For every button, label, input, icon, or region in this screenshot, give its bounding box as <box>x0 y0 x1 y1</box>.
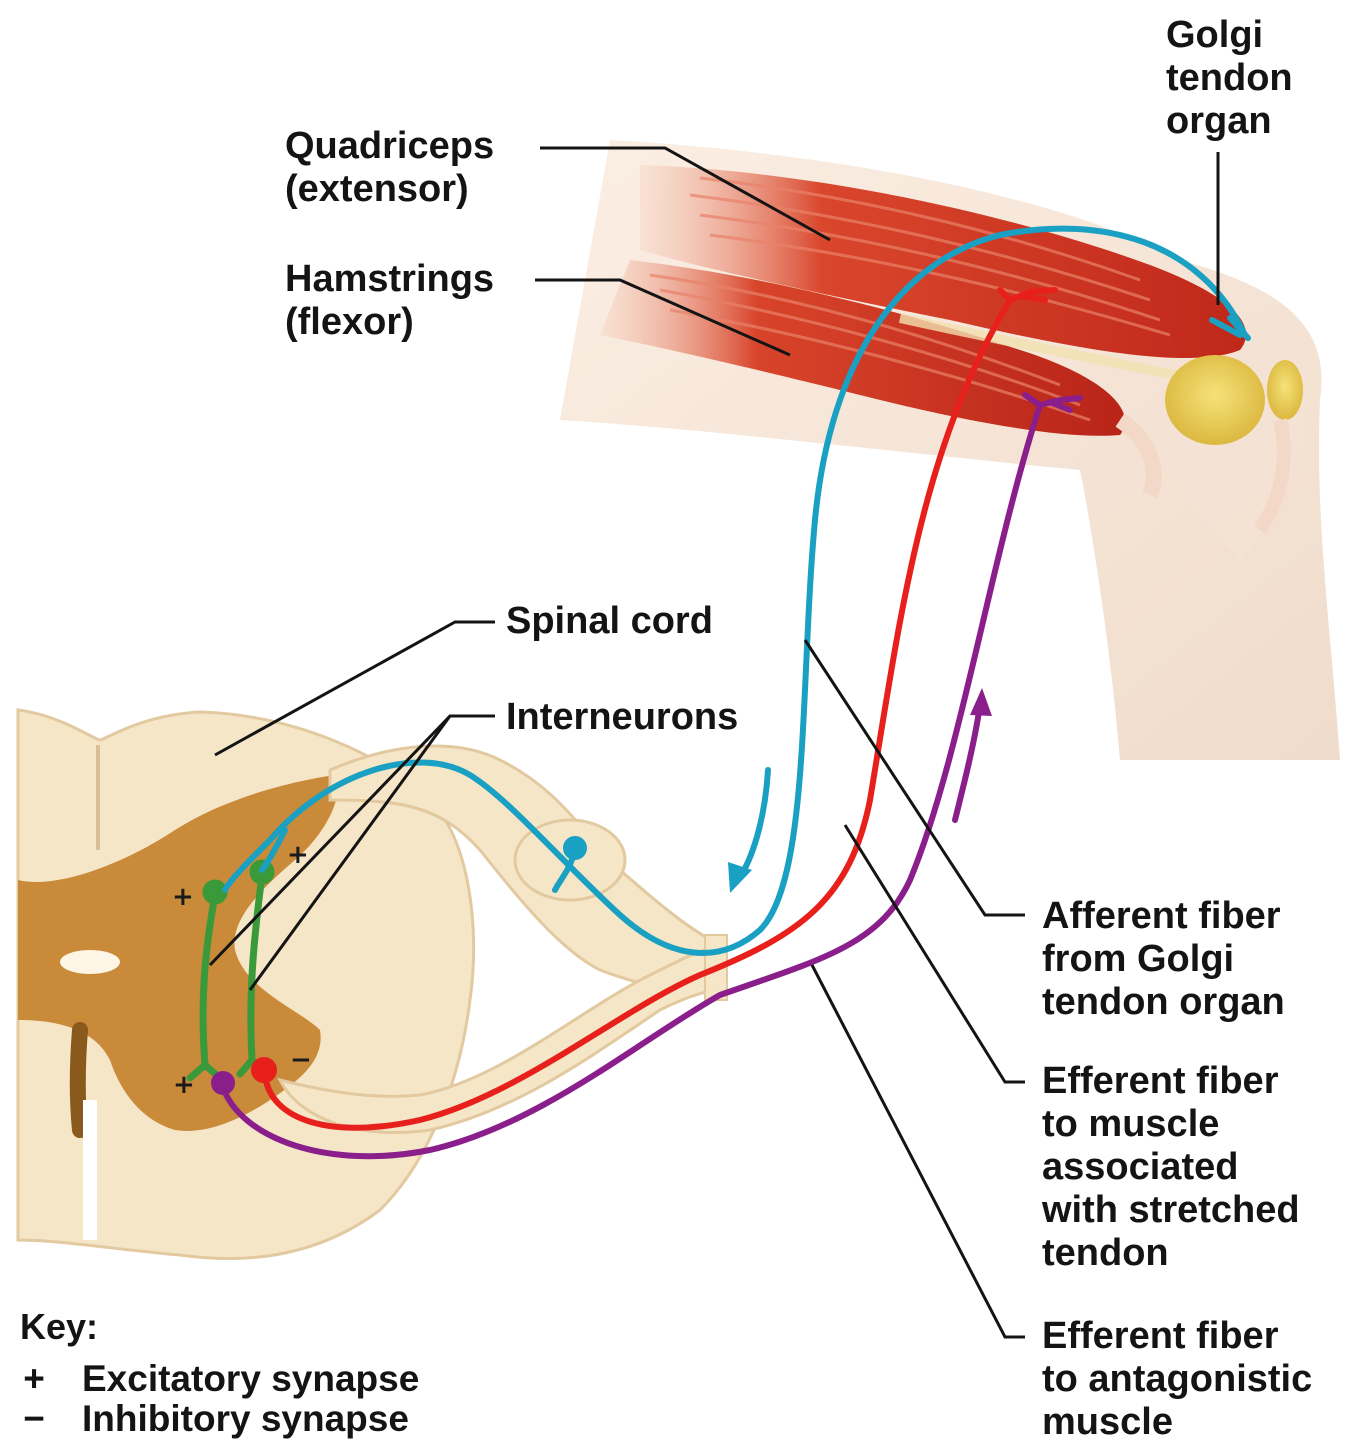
efferent-arrow-icon <box>970 688 992 716</box>
inhibitory-label: Inhibitory synapse <box>82 1398 409 1440</box>
leader-efferent-stretched <box>845 825 1025 1082</box>
label-efferent-stretched: Efferent fiber to muscle associated with… <box>1042 1060 1300 1275</box>
label-efferent-antagonistic: Efferent fiber to antagonistic muscle <box>1042 1315 1312 1444</box>
inhibitory-symbol: − <box>14 1398 54 1440</box>
label-interneurons: Interneurons <box>506 696 738 739</box>
synapse-sign-plus-1: + <box>172 882 194 912</box>
synapse-sign-plus-2: + <box>287 840 309 870</box>
label-afferent-fiber: Afferent fiber from Golgi tendon organ <box>1042 895 1285 1024</box>
label-spinal-cord: Spinal cord <box>506 600 713 643</box>
synapse-sign-plus-3: + <box>173 1070 195 1100</box>
label-quadriceps: Quadriceps (extensor) <box>285 125 494 211</box>
key-item-excitatory: + Excitatory synapse <box>14 1358 534 1402</box>
excitatory-label: Excitatory synapse <box>82 1358 419 1400</box>
synapse-sign-minus: − <box>290 1045 312 1075</box>
key-title: Key: <box>20 1305 98 1348</box>
label-hamstrings: Hamstrings (flexor) <box>285 258 494 344</box>
excitatory-symbol: + <box>14 1358 54 1400</box>
label-golgi-tendon-organ: Golgi tendon organ <box>1166 14 1293 143</box>
leader-efferent-antagonistic <box>812 965 1025 1337</box>
key-item-inhibitory: − Inhibitory synapse <box>14 1398 534 1442</box>
